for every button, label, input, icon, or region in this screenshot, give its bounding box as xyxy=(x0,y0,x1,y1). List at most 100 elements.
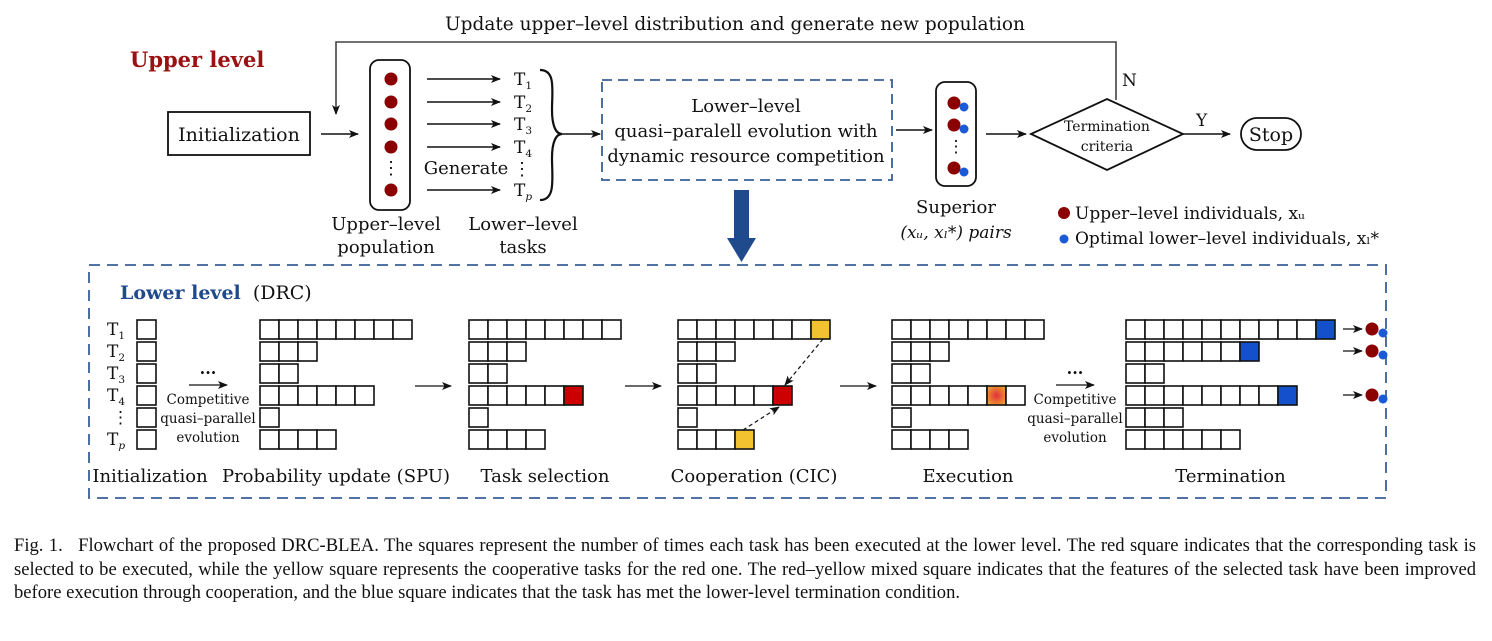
execution-square xyxy=(487,341,508,362)
execution-square xyxy=(1125,407,1146,428)
task-vdots: ⋮ xyxy=(513,159,531,180)
output-pair xyxy=(1343,322,1388,338)
execution-square xyxy=(1144,429,1165,450)
superior-label-2: (xᵤ, xₗ*) pairs xyxy=(900,223,1012,243)
square-terminated xyxy=(1239,341,1260,362)
execution-square xyxy=(487,319,508,340)
execution-square xyxy=(468,385,489,406)
transition-text: evolution xyxy=(176,430,240,446)
square-terminated xyxy=(1315,319,1336,340)
superior-pair-dots: ⋮ xyxy=(947,96,969,177)
stage-label-termination: Termination xyxy=(1175,466,1286,487)
execution-square xyxy=(715,385,736,406)
upper-individual-dot xyxy=(384,95,398,109)
transition-text: Competitive xyxy=(167,392,250,408)
red-dot-icon xyxy=(947,96,961,110)
square-selected xyxy=(772,385,793,406)
execution-square xyxy=(967,385,988,406)
superior-vdots: ⋮ xyxy=(948,137,965,157)
execution-square xyxy=(1258,319,1279,340)
execution-square xyxy=(525,319,546,340)
tasks-label-1: Lower–level xyxy=(468,214,578,235)
lower-level-dashed-frame xyxy=(88,264,1387,499)
execution-square xyxy=(1239,385,1260,406)
execution-square xyxy=(392,319,413,340)
lower-box-line-1: Lower–level xyxy=(691,96,801,117)
blue-dot-icon xyxy=(959,167,969,177)
execution-square xyxy=(1144,319,1165,340)
task-label-t2: T2 xyxy=(514,93,532,115)
execution-square xyxy=(1144,385,1165,406)
task-label-t3: T3 xyxy=(514,115,532,137)
execution-square xyxy=(468,341,489,362)
execution-square xyxy=(136,429,157,450)
legend-upper-label: Upper–level individuals, xᵤ xyxy=(1075,204,1305,224)
population-label-1: Upper–level xyxy=(331,214,441,235)
execution-square xyxy=(891,429,912,450)
termination-label-2: criteria xyxy=(1081,139,1133,155)
execution-square xyxy=(910,429,931,450)
execution-square xyxy=(297,429,318,450)
execution-square xyxy=(715,319,736,340)
execution-square xyxy=(278,341,299,362)
ellipsis: ··· xyxy=(1067,363,1084,382)
population-dots: ⋮ xyxy=(382,72,400,197)
population-capsule xyxy=(369,59,411,211)
stage-label-initialization: Initialization xyxy=(92,466,208,487)
execution-square xyxy=(544,319,565,340)
transition-text: evolution xyxy=(1043,430,1107,446)
execution-square xyxy=(791,319,812,340)
execution-square xyxy=(1125,319,1146,340)
superior-label-1: Superior xyxy=(916,197,996,218)
execution-square xyxy=(929,385,950,406)
task-label-tp: Tp xyxy=(514,181,532,203)
execution-square xyxy=(677,363,698,384)
execution-square xyxy=(1125,385,1146,406)
execution-square xyxy=(506,385,527,406)
execution-square xyxy=(948,385,969,406)
execution-square xyxy=(373,319,394,340)
execution-square xyxy=(1024,319,1045,340)
output-pair xyxy=(1343,344,1388,360)
execution-square xyxy=(506,341,527,362)
row-label: T4 xyxy=(107,386,125,408)
execution-square xyxy=(297,341,318,362)
execution-square xyxy=(259,407,280,428)
initialization-label: Initialization xyxy=(178,124,300,146)
execution-square xyxy=(1220,429,1241,450)
execution-square xyxy=(525,429,546,450)
execution-square xyxy=(986,319,1007,340)
execution-square xyxy=(259,429,280,450)
execution-square xyxy=(525,385,546,406)
stage-label-task-selection: Task selection xyxy=(480,466,609,487)
blue-dot-icon xyxy=(1378,350,1388,360)
feedback-label: Update upper–level distribution and gene… xyxy=(445,14,1025,35)
execution-square xyxy=(677,385,698,406)
blue-dot-icon xyxy=(959,102,969,112)
lower-level-process-box xyxy=(601,79,893,181)
flowchart: Upper level Update upper–level distribut… xyxy=(88,14,1388,499)
execution-square xyxy=(136,385,157,406)
big-down-arrow xyxy=(727,190,756,262)
execution-square xyxy=(891,363,912,384)
output-pair xyxy=(1343,388,1388,404)
feedback-loop-line xyxy=(332,41,1117,115)
stage-label-cooperation: Cooperation (CIC) xyxy=(671,466,838,487)
execution-square xyxy=(468,407,489,428)
red-dot-icon xyxy=(1365,344,1379,358)
upper-level-section: Upper level Update upper–level distribut… xyxy=(130,14,1379,262)
stage-cooperation: Cooperation (CIC) xyxy=(671,319,838,487)
execution-square xyxy=(316,385,337,406)
execution-square xyxy=(259,319,280,340)
row-label: Tp xyxy=(107,430,125,452)
stage-execution: Execution xyxy=(891,319,1045,487)
execution-square xyxy=(772,319,793,340)
termination-label-1: Termination xyxy=(1064,119,1150,135)
stage-label-execution: Execution xyxy=(922,466,1013,487)
population-label-2: population xyxy=(337,237,435,258)
execution-square xyxy=(696,429,717,450)
task-label-t1: T1 xyxy=(514,70,532,92)
execution-square xyxy=(1125,429,1146,450)
execution-square xyxy=(1239,319,1260,340)
